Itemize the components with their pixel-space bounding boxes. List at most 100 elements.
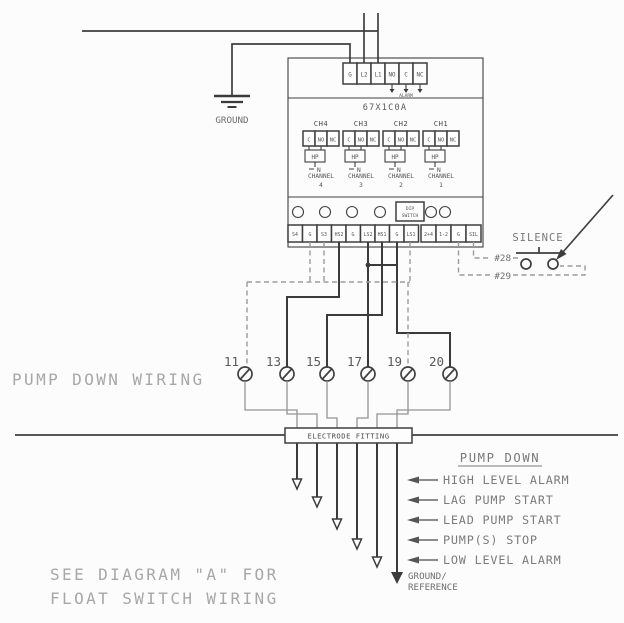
fitting-box bbox=[284, 427, 413, 444]
ch2-neutral-label: N bbox=[397, 167, 401, 174]
ch3-coil-leads bbox=[349, 162, 356, 170]
electrode-fitting: ELECTRODE FITTING bbox=[15, 427, 618, 444]
ch3-nc-terminal bbox=[366, 130, 380, 147]
legend-label-4: PUMP(S) STOP bbox=[443, 533, 538, 547]
electrode-17: 17 bbox=[347, 354, 376, 382]
ch2-c-label: C bbox=[387, 138, 390, 144]
ch1-name: CH1 bbox=[434, 119, 448, 128]
electrode-17-slash bbox=[362, 367, 374, 381]
indicator-2 bbox=[318, 205, 332, 219]
ch3-nc-label: NC bbox=[370, 138, 377, 144]
alarm-arrow-1 bbox=[389, 89, 395, 93]
fitting-label: ELECTRODE FITTING bbox=[307, 432, 389, 441]
legend-item-lag-start: LAG PUMP START bbox=[407, 493, 554, 507]
ch1-coil-leads bbox=[429, 162, 436, 170]
indicator-3 bbox=[345, 205, 359, 219]
silence-label: SILENCE bbox=[512, 232, 563, 244]
probe-ground-tip-icon bbox=[391, 572, 403, 584]
sensor-terminal-strip: S4 G S3 HS2 G LS2 HS1 G LS1 bbox=[287, 224, 420, 243]
legend-label-1: HIGH LEVEL ALARM bbox=[443, 473, 569, 487]
electrode-19: 19 bbox=[387, 354, 416, 382]
ch1-relay-label: HP bbox=[431, 155, 439, 161]
legend-arrow-3-icon bbox=[407, 516, 419, 524]
legend-arrow-5-icon bbox=[407, 556, 419, 564]
legend: PUMP DOWN HIGH LEVEL ALARM LAG PUMP STAR… bbox=[407, 451, 569, 567]
probe-wires-dashed bbox=[246, 242, 411, 367]
probe-tip-2-icon bbox=[311, 496, 323, 509]
electrode-13-slash bbox=[281, 367, 293, 381]
ch2-nc-terminal bbox=[406, 130, 420, 147]
channel-3-group: CH3 C NO NC HP N CHANNEL 3 bbox=[342, 119, 380, 189]
ch1-nc-label: NC bbox=[450, 138, 457, 144]
pointer-line bbox=[562, 194, 614, 253]
electrode-20-slash bbox=[444, 367, 456, 381]
controller: 67X1C0A G L2 L1 NO C NC ALARM CH4 bbox=[287, 57, 484, 248]
strip-hs1-label: HS1 bbox=[378, 232, 387, 238]
ch3-c-label: C bbox=[347, 138, 350, 144]
silence-terminal-29-label: #29 bbox=[494, 271, 511, 282]
ground-label: GROUND bbox=[215, 115, 248, 126]
ch4-no-label: NO bbox=[318, 138, 325, 144]
ground-ref-label-1: GROUND/ bbox=[408, 571, 447, 582]
legend-label-3: LEAD PUMP START bbox=[443, 513, 562, 527]
level-probes: GROUND/ REFERENCE bbox=[291, 443, 458, 593]
ch2-nc-label: NC bbox=[410, 138, 417, 144]
ch1-nc-terminal bbox=[446, 130, 460, 147]
pointer-arrowhead-icon bbox=[556, 249, 567, 260]
see-diagram-caption-line2: FLOAT SWITCH WIRING bbox=[50, 589, 279, 608]
probe-tip-1-icon bbox=[291, 478, 303, 491]
terminal-l2-label: L2 bbox=[360, 73, 368, 79]
channel-4-group: CH4 C NO NC HP N CHANNEL 4 bbox=[302, 119, 340, 189]
electrode-17-number: 17 bbox=[347, 354, 362, 369]
route-19 bbox=[376, 381, 409, 428]
ch2-relay-leads bbox=[388, 146, 402, 150]
electrode-15-slash bbox=[321, 367, 333, 381]
indicator-6 bbox=[438, 205, 452, 219]
electrode-20-number: 20 bbox=[429, 354, 444, 369]
pushbutton-actuator bbox=[516, 247, 562, 254]
ch2-channel-number: 2 bbox=[399, 182, 403, 189]
indicator-4 bbox=[373, 205, 387, 219]
ch4-relay-leads bbox=[308, 146, 322, 150]
ch2-relay-label: HP bbox=[391, 155, 399, 161]
strip-ls2-label: LS2 bbox=[364, 232, 373, 238]
legend-label-2: LAG PUMP START bbox=[443, 493, 554, 507]
controller-outline bbox=[287, 57, 484, 248]
legend-item-pump-stop: PUMP(S) STOP bbox=[407, 533, 538, 547]
ch1-channel-number: 1 bbox=[439, 182, 443, 189]
alarm-contact-leads bbox=[391, 84, 421, 89]
electrode-19-number: 19 bbox=[387, 354, 402, 369]
silence-terminal-strip: 2+4 1-2 G SIL bbox=[420, 224, 482, 243]
alarm-contacts: ALARM bbox=[389, 84, 423, 99]
power-terminal-strip: G L2 L1 NO C NC bbox=[342, 62, 428, 85]
strip-g3-label: G bbox=[396, 232, 399, 238]
electrode-15: 15 bbox=[306, 354, 335, 382]
legend-arrow-4-icon bbox=[407, 536, 419, 544]
wire-to-electrode-20 bbox=[396, 242, 451, 367]
probe-tip-4-icon bbox=[351, 538, 363, 551]
ch2-no-label: NO bbox=[398, 138, 405, 144]
route-17 bbox=[356, 381, 369, 428]
ch3-relay-label: HP bbox=[351, 155, 359, 161]
alarm-label: ALARM bbox=[399, 93, 413, 99]
strip-g1-label: G bbox=[309, 232, 312, 238]
controller-model: 67X1C0A bbox=[363, 103, 408, 113]
route-11 bbox=[244, 381, 298, 428]
strip-g2-label: G bbox=[352, 232, 355, 238]
strip-12-label: 1-2 bbox=[439, 232, 448, 238]
strip-g4-label: G bbox=[457, 232, 460, 238]
power-feed-wires bbox=[82, 13, 379, 96]
route-15 bbox=[326, 381, 338, 428]
ch3-name: CH3 bbox=[354, 119, 368, 128]
route-20 bbox=[396, 381, 451, 428]
channel-1-group: CH1 C NO NC HP N CHANNEL 1 bbox=[422, 119, 460, 189]
route-13 bbox=[286, 381, 318, 428]
ch1-c-label: C bbox=[427, 138, 430, 144]
ch1-relay-leads bbox=[428, 146, 442, 150]
legend-label-5: LOW LEVEL ALARM bbox=[443, 553, 562, 567]
legend-item-low-alarm: LOW LEVEL ALARM bbox=[407, 553, 562, 567]
ground-symbol: GROUND bbox=[214, 94, 250, 126]
ch3-channel-number: 3 bbox=[359, 182, 363, 189]
